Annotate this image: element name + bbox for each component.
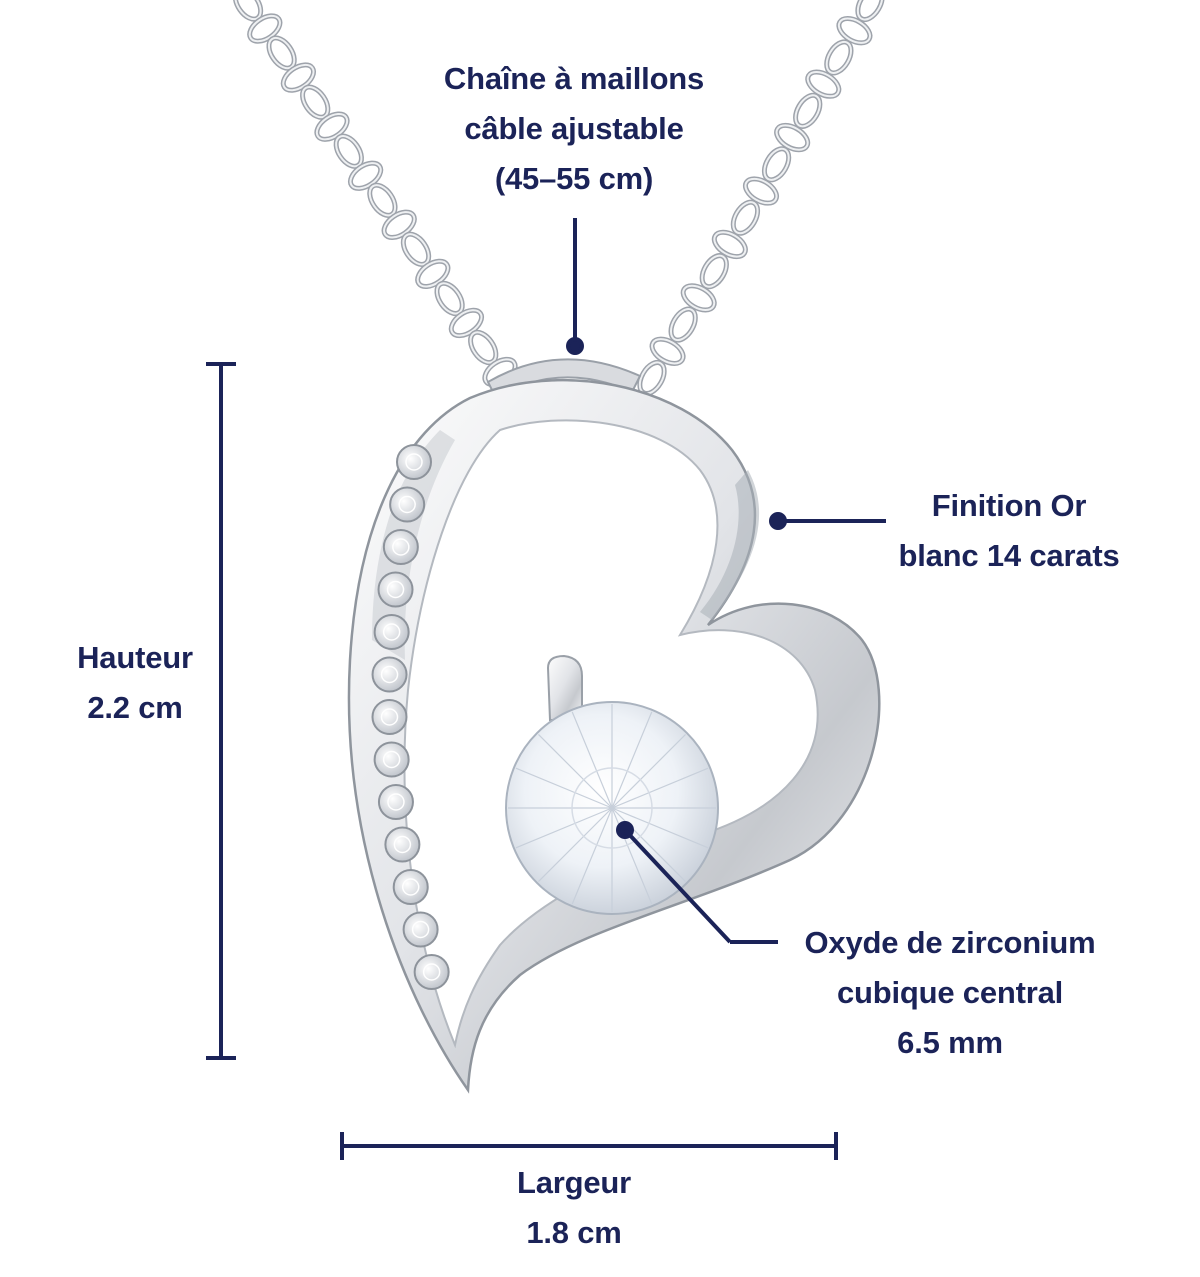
height-label-line: Hauteur [77,640,193,675]
chain-label-line: câble ajustable [464,111,684,146]
central-zirconia-stone [505,701,719,915]
finish-label-line: Finition Or [931,488,1087,523]
stone-label-line: cubique central [836,975,1064,1010]
height-label-line: 2.2 cm [87,690,183,725]
chain-left [232,0,518,388]
chain-label: Chaîne à maillons câble ajustable (45–55… [380,54,768,204]
chain-label-line: (45–55 cm) [494,161,654,196]
width-label-line: 1.8 cm [526,1215,622,1250]
finish-label-line: blanc 14 carats [898,538,1120,573]
stone-label: Oxyde de zirconium cubique central 6.5 m… [780,918,1120,1068]
width-label: Largeur 1.8 cm [470,1158,678,1258]
height-label: Hauteur 2.2 cm [50,633,220,733]
annotation-lines [206,218,886,1160]
width-label-line: Largeur [516,1165,632,1200]
stone-label-line: 6.5 mm [897,1025,1003,1060]
pave-stones [371,444,450,990]
finish-label: Finition Or blanc 14 carats [880,481,1138,581]
chain-right [637,0,885,397]
stone-label-line: Oxyde de zirconium [804,925,1096,960]
chain-label-line: Chaîne à maillons [443,61,705,96]
central-stone-prong [546,654,583,721]
